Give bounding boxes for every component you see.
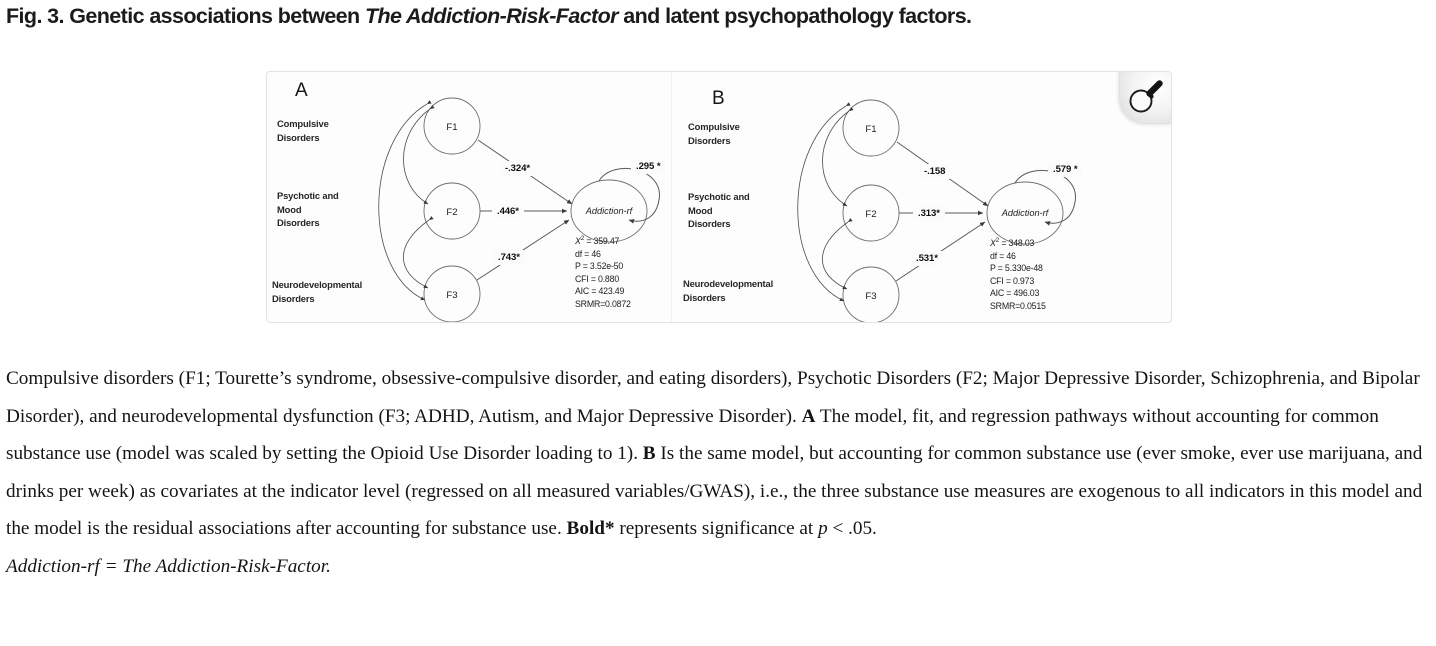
- panel-b-path-diagram: F1 F2 F3 Addiction-rf: [797, 99, 1076, 322]
- panel-b-f1-label-line1: Compulsive: [688, 121, 740, 132]
- caption-sentence-1: Compulsive disorders (F1; Tourette’s syn…: [6, 368, 1420, 427]
- panel-a-f1-node-text: F1: [446, 122, 457, 133]
- panel-b-f3-label: Neurodevelopmental Disorders: [683, 277, 773, 304]
- caption-abbreviation-note: Addiction-rf = The Addiction-Risk-Factor…: [6, 555, 331, 577]
- panel-a-node-outcome: [570, 179, 648, 243]
- figure-title-suffix: and latent psychopathology factors.: [617, 4, 972, 28]
- caption-sentence-5: < .05.: [827, 518, 877, 539]
- caption-sentence-3: Is the same model, but accounting for co…: [6, 443, 1423, 539]
- panel-b-aic: AIC = 496.03: [990, 288, 1040, 299]
- panel-b-outcome-node-text: Addiction-rf: [1001, 208, 1050, 218]
- panel-a-corr-f1-f2: [403, 104, 435, 205]
- panel-a-p: P = 3.52e-50: [575, 261, 624, 272]
- figure-title-prefix: Fig. 3. Genetic associations between: [6, 4, 365, 28]
- panel-a-srmr: SRMR=0.0872: [575, 298, 631, 309]
- panel-a-f3-label-line1: Neurodevelopmental: [272, 279, 363, 290]
- figure-title: Fig. 3. Genetic associations between The…: [6, 4, 1426, 29]
- panel-a-cfi: CFI = 0.880: [575, 273, 620, 284]
- magnifier-icon: [1129, 80, 1163, 113]
- panel-a-outcome-node-text: Addiction-rf: [585, 206, 634, 216]
- panel-a-f2-label: Psychotic and Mood Disorders: [277, 189, 339, 230]
- panel-b-coef-variance: .579 *: [1048, 162, 1083, 177]
- panel-b-f3-label-line1: Neurodevelopmental: [683, 278, 774, 289]
- caption-sentence-2: The model, fit, and regression pathways …: [6, 405, 1379, 465]
- panel-b-f1-label: Compulsive Disorders: [688, 120, 740, 147]
- panel-b-f2-node-text: F2: [865, 209, 876, 220]
- panel-b-chisq-value: = 348.03: [999, 237, 1035, 248]
- panel-b-variance-loop: [1014, 169, 1076, 226]
- panel-a-f2-label-line3: Disorders: [277, 217, 320, 228]
- panel-a-corr-f1-f3: [378, 100, 432, 301]
- panel-a-variance-loop: [598, 167, 660, 224]
- panel-a-chisq-sup: 2: [580, 235, 585, 242]
- figure-title-italic: The Addiction-Risk-Factor: [364, 4, 619, 28]
- panel-b-df: df = 46: [990, 250, 1016, 261]
- figure-image-container[interactable]: A Compulsive Disorders Psychotic and Moo…: [266, 71, 1172, 323]
- panel-a-chisq-symbol: X: [575, 235, 581, 246]
- panel-a-f1-label-line2: Disorders: [277, 131, 320, 143]
- panel-b-p: P = 5.330e-48: [990, 263, 1043, 274]
- caption-sentence-4: represents significance at: [614, 518, 819, 539]
- panel-a-coef-f1: -.324*: [500, 161, 536, 176]
- panel-b-letter: B: [712, 88, 725, 109]
- panel-b-corr-f2-f3: [822, 217, 853, 290]
- panel-b-cfi: CFI = 0.973: [990, 275, 1035, 286]
- panel-b-srmr: SRMR=0.0515: [990, 300, 1046, 311]
- caption-bold-a: A: [801, 405, 816, 427]
- panel-b: B Compulsive Disorders Psychotic and Moo…: [671, 72, 1171, 322]
- panel-a-coef-f2: .446*: [492, 204, 524, 219]
- panel-a-fit-statistics: X2 = 359.47 df = 46 P = 3.52e-50 CFI = 0…: [575, 233, 631, 310]
- panel-a-letter: A: [295, 80, 308, 101]
- panel-a-df: df = 46: [575, 248, 601, 259]
- panel-a-f2-label-line2: Mood: [277, 203, 302, 215]
- panel-a-coef-f3: .743*: [493, 250, 525, 265]
- panel-b-corr-f1-f2: [822, 106, 854, 207]
- caption-italic-p: p: [818, 518, 828, 539]
- caption-bold-significance: Bold*: [566, 518, 615, 539]
- panel-b-f2-label-line1: Psychotic and: [688, 191, 750, 202]
- panel-a-coef-variance: .295 *: [631, 159, 666, 174]
- panel-b-f2-label-line2: Mood: [688, 204, 713, 216]
- panel-b-coef-f2: .313*: [913, 206, 945, 221]
- panel-a: A Compulsive Disorders Psychotic and Moo…: [267, 72, 671, 322]
- figure-caption: Compulsive disorders (F1; Tourette’s syn…: [6, 360, 1430, 585]
- panel-b-f1-node-text: F1: [865, 124, 876, 135]
- panel-a-f1-label: Compulsive Disorders: [277, 117, 329, 144]
- zoom-figure-button[interactable]: [1119, 72, 1171, 124]
- caption-bold-b: B: [642, 443, 656, 464]
- panel-b-coef-f3: .531*: [911, 251, 943, 266]
- panel-a-f3-label-line2: Disorders: [272, 292, 315, 304]
- panel-b-coef-f1: -.158: [919, 164, 951, 179]
- panel-b-node-outcome: [986, 181, 1064, 245]
- panel-a-f2-node-text: F2: [446, 207, 457, 218]
- panel-a-f3-node-text: F3: [446, 290, 457, 301]
- panel-a-corr-f2-f3: [403, 215, 434, 289]
- panel-b-f3-node-text: F3: [865, 291, 876, 302]
- panel-b-f2-label-line3: Disorders: [688, 218, 731, 229]
- panel-b-corr-f1-f3: [797, 102, 851, 302]
- panel-b-fit-statistics: X2 = 348.03 df = 46 P = 5.330e-48 CFI = …: [990, 235, 1046, 312]
- panel-b-f2-label: Psychotic and Mood Disorders: [688, 190, 750, 231]
- panel-b-chisq-sup: 2: [995, 237, 1000, 244]
- panel-a-f1-label-line1: Compulsive: [277, 118, 329, 129]
- panel-b-chisq-symbol: X: [990, 237, 996, 248]
- panel-a-f3-label: Neurodevelopmental Disorders: [272, 278, 362, 305]
- panel-b-f1-label-line2: Disorders: [688, 134, 731, 146]
- panel-b-f3-label-line2: Disorders: [683, 291, 726, 303]
- panel-a-chisq-value: = 359.47: [584, 235, 620, 246]
- panel-a-f2-label-line1: Psychotic and: [277, 190, 339, 201]
- panel-a-aic: AIC = 423.49: [575, 286, 625, 297]
